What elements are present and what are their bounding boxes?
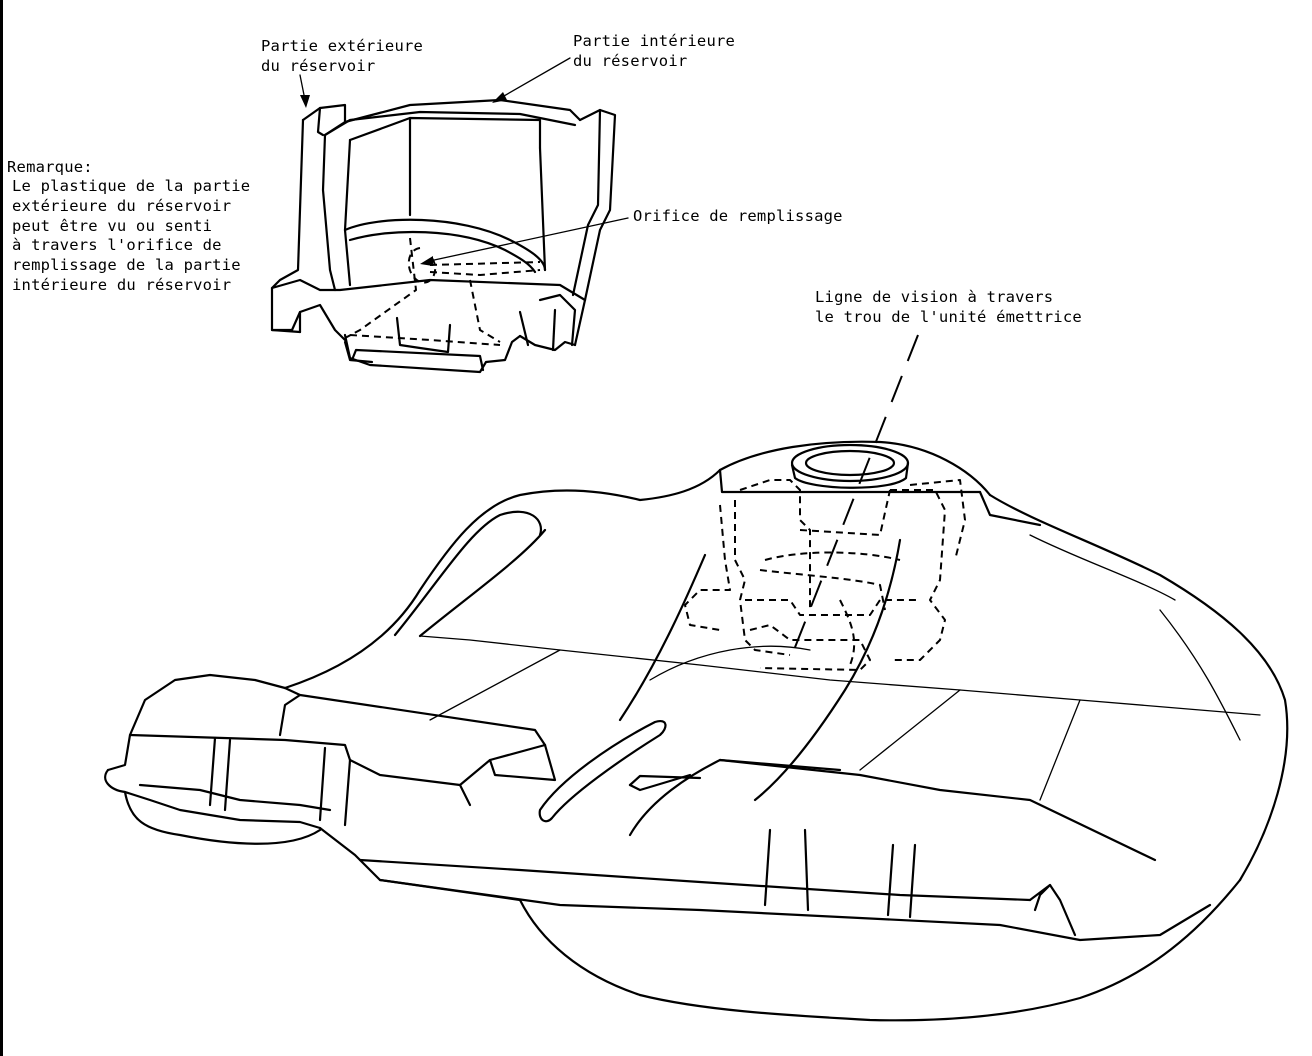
outer-part-label: Partie extérieure du réservoir — [261, 37, 424, 75]
note-body: Le plastique de la partie extérieure du … — [12, 177, 251, 294]
left-border-line — [0, 0, 3, 1056]
inner-part-label: Partie intérieure du réservoir — [573, 32, 736, 70]
fill-opening-label: Orifice de remplissage — [633, 207, 843, 225]
line-of-sight-label: Ligne de vision à travers le trou de l'u… — [815, 288, 1082, 326]
note-title: Remarque: — [7, 158, 93, 176]
fuel-tank-icon — [104, 334, 1289, 1022]
reservoir-cutaway-icon — [270, 57, 629, 374]
